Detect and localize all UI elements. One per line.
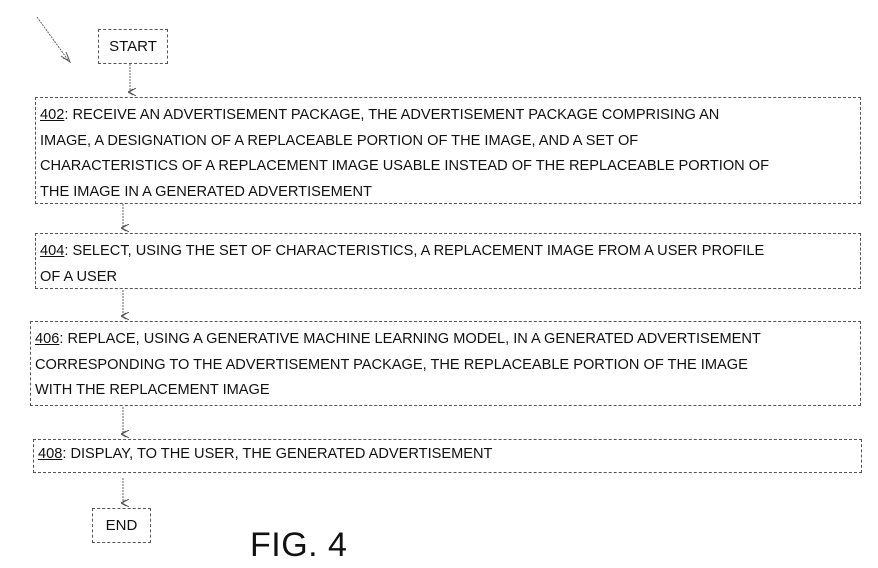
step-line: WITH THE REPLACEMENT IMAGE [35, 382, 270, 398]
step-line: OF A USER [40, 268, 118, 285]
step-line: 404: SELECT, USING THE SET OF CHARACTERI… [40, 243, 765, 259]
step-line: CORRESPONDING TO THE ADVERTISEMENT PACKA… [35, 356, 748, 373]
end-label: END [105, 517, 138, 534]
step-ref: 402 [40, 107, 65, 123]
step-406: 406: REPLACE, USING A GENERATIVE MACHINE… [30, 321, 861, 406]
step-line: 402: RECEIVE AN ADVERTISEMENT PACKAGE, T… [40, 107, 720, 123]
step-408: 408: DISPLAY, TO THE USER, THE GENERATED… [33, 439, 862, 473]
step-ref: 404 [40, 243, 65, 259]
step-line: CHARACTERISTICS OF A REPLACEMENT IMAGE U… [40, 158, 770, 174]
end-terminal: END [92, 508, 151, 543]
start-label: START [109, 38, 157, 55]
step-ref: 408 [38, 446, 63, 462]
step-line: 408: DISPLAY, TO THE USER, THE GENERATED… [38, 446, 493, 462]
step-line: 406: REPLACE, USING A GENERATIVE MACHINE… [35, 331, 761, 347]
figure-pointer-arrowhead [60, 51, 72, 64]
step-404: 404: SELECT, USING THE SET OF CHARACTERI… [35, 233, 861, 289]
figure-label: FIG. 4 [250, 526, 348, 564]
step-ref: 406 [35, 331, 60, 347]
figure-pointer-arrow [36, 16, 69, 61]
step-line: THE IMAGE IN A GENERATED ADVERTISEMENT [40, 183, 372, 200]
start-terminal: START [98, 29, 168, 64]
step-line: IMAGE, A DESIGNATION OF A REPLACEABLE PO… [40, 132, 639, 149]
step-402: 402: RECEIVE AN ADVERTISEMENT PACKAGE, T… [35, 97, 861, 204]
